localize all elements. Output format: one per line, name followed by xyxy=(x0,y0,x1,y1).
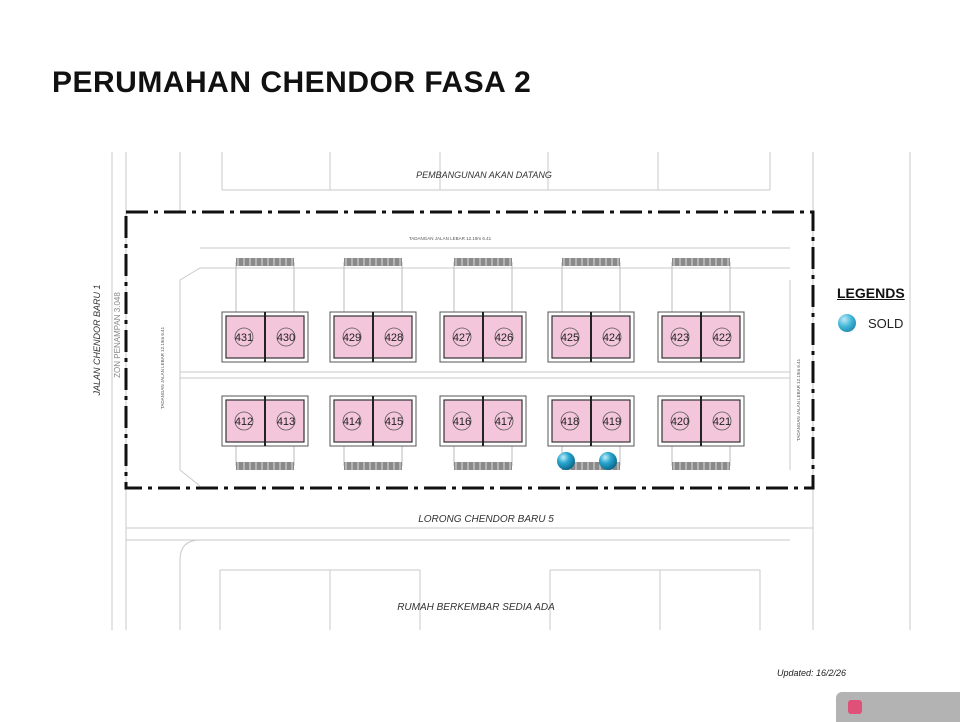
unit-circle xyxy=(494,327,514,347)
sold-markers xyxy=(557,452,617,470)
unit-number: 422 xyxy=(713,332,731,344)
sold-marker xyxy=(599,452,617,470)
unit-circle xyxy=(670,327,690,347)
unit-circle xyxy=(234,411,254,431)
legend-label: SOLD xyxy=(868,315,904,331)
unit-number: 415 xyxy=(385,416,403,428)
unit-circle xyxy=(384,327,404,347)
left-inner-label: TADANGAN JALAN LEBAR 12.19m 6.41 xyxy=(160,326,165,409)
unit-number: 414 xyxy=(343,416,361,428)
unit-number: 418 xyxy=(561,416,579,428)
unit-circle xyxy=(234,327,254,347)
updated-note: Updated: 16/2/26 xyxy=(777,668,847,678)
unit-number: 421 xyxy=(713,416,731,428)
page-title: PERUMAHAN CHENDOR FASA 2 xyxy=(52,66,532,99)
unit-circle xyxy=(602,411,622,431)
legend-item-sold: SOLD xyxy=(838,314,903,332)
unit-circle xyxy=(560,411,580,431)
unit-circle xyxy=(602,327,622,347)
unit-number: 412 xyxy=(235,416,253,428)
house-block: 425 424 xyxy=(547,258,635,363)
unit-circle xyxy=(276,411,296,431)
house-block: 418 419 xyxy=(547,395,635,470)
unit-number: 428 xyxy=(385,332,403,344)
top-label: PEMBANGUNAN AKAN DATANG xyxy=(416,170,552,180)
corner-badge xyxy=(836,692,960,722)
house-block: 423 422 xyxy=(657,258,745,363)
left-zone-label: ZON PENAMPAN 3.048 xyxy=(113,292,122,378)
house-block: 427 426 xyxy=(439,258,527,363)
left-road-label: JALAN CHENDOR BARU 1 xyxy=(92,284,102,396)
unit-number: 425 xyxy=(561,332,579,344)
unit-circle xyxy=(494,411,514,431)
unit-circle xyxy=(712,411,732,431)
house-block: 429 428 xyxy=(329,258,417,363)
unit-number: 424 xyxy=(603,332,621,344)
unit-circle xyxy=(342,327,362,347)
legend-title: LEGENDS xyxy=(837,285,905,301)
unit-number: 430 xyxy=(277,332,295,344)
unit-number: 426 xyxy=(495,332,513,344)
unit-number: 416 xyxy=(453,416,471,428)
unit-circle xyxy=(452,411,472,431)
bottom-label: RUMAH BERKEMBAR SEDIA ADA xyxy=(397,602,555,613)
house-block: 414 415 xyxy=(329,395,417,470)
unit-number: 417 xyxy=(495,416,513,428)
house-block: 416 417 xyxy=(439,395,527,470)
logo-icon xyxy=(848,700,862,714)
road-framework xyxy=(111,152,911,630)
unit-circle xyxy=(560,327,580,347)
sold-marker xyxy=(557,452,575,470)
unit-number: 429 xyxy=(343,332,361,344)
house-block: 431 430 xyxy=(221,258,309,363)
unit-number: 427 xyxy=(453,332,471,344)
house-block: 412 413 xyxy=(221,395,309,470)
unit-circle xyxy=(342,411,362,431)
sold-dot-icon xyxy=(838,314,856,332)
right-inner-label: TADANGAN JALAN LEBAR 12.19m 6.41 xyxy=(796,358,801,441)
unit-number: 431 xyxy=(235,332,253,344)
unit-number: 413 xyxy=(277,416,295,428)
unit-circle xyxy=(670,411,690,431)
site-boundary xyxy=(124,210,815,490)
unit-circle xyxy=(276,327,296,347)
unit-circle xyxy=(452,327,472,347)
house-block: 420 421 xyxy=(657,395,745,470)
unit-number: 423 xyxy=(671,332,689,344)
unit-number: 419 xyxy=(603,416,621,428)
unit-circle xyxy=(712,327,732,347)
inner-road-label: TADANGAN JALAN LEBAR 12.19m 6.41 xyxy=(409,236,492,241)
unit-number: 420 xyxy=(671,416,689,428)
unit-circle xyxy=(384,411,404,431)
lorong-label: LORONG CHENDOR BARU 5 xyxy=(418,514,554,525)
